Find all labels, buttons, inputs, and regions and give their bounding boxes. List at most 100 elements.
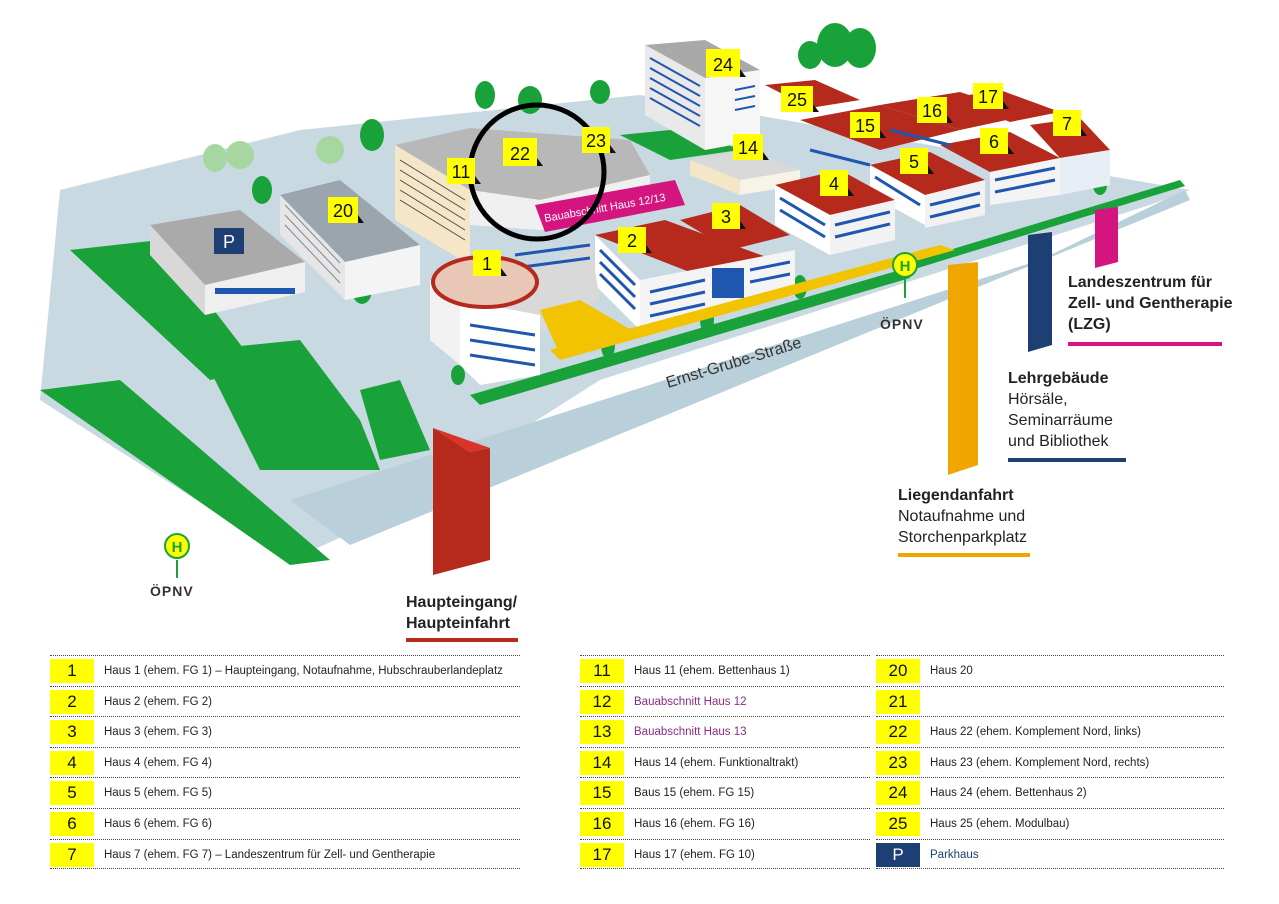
legend-number: 11 <box>580 659 624 683</box>
callout-lzg: Landeszentrum für Zell- und Gentherapie … <box>1068 272 1238 346</box>
legend-column-1: 1 Haus 1 (ehem. FG 1) – Haupteingang, Not… <box>50 655 520 870</box>
building-label-14: 14 <box>733 134 769 160</box>
liegend-title: Liegendanfahrt <box>898 487 1014 504</box>
legend-row: P Parkhaus <box>876 838 1224 870</box>
green-area-parking <box>200 340 380 470</box>
legend-row: 2 Haus 2 (ehem. FG 2) <box>50 685 520 717</box>
svg-text:25: 25 <box>787 90 807 110</box>
lzg-title: Landeszentrum für Zell- und Gentherapie … <box>1068 274 1233 333</box>
haupt-underline <box>406 638 518 642</box>
legend-text: Haus 3 (ehem. FG 3) <box>104 726 213 739</box>
legend-number: 22 <box>876 720 920 745</box>
legend-number: 5 <box>50 781 94 806</box>
legend-text: Haus 14 (ehem. Funktionaltrakt) <box>634 756 799 769</box>
legend-number: 16 <box>580 811 624 836</box>
legend-number: 2 <box>50 689 94 714</box>
building-label-7: 7 <box>1053 110 1087 136</box>
svg-text:24: 24 <box>713 55 733 75</box>
svg-text:23: 23 <box>586 131 606 151</box>
parking-marker <box>214 228 244 254</box>
legend-text: Haus 20 <box>930 665 973 677</box>
svg-text:7: 7 <box>1062 114 1072 134</box>
svg-text:14: 14 <box>738 138 758 158</box>
legend-text: Haus 11 (ehem. Bettenhaus 1) <box>634 665 790 677</box>
svg-text:H: H <box>900 258 911 275</box>
legend-text: Haus 6 (ehem. FG 6) <box>104 817 213 830</box>
svg-text:16: 16 <box>922 101 942 121</box>
bus-stop-icon: H <box>164 533 190 578</box>
building-label-23: 23 <box>582 127 616 153</box>
legend-number: 12 <box>580 689 624 714</box>
svg-text:22: 22 <box>510 144 530 164</box>
svg-text:17: 17 <box>978 87 998 107</box>
legend-number: 25 <box>876 811 920 836</box>
bus-stop-icon: H <box>892 252 918 298</box>
legend-number: 21 <box>876 689 920 714</box>
legend-text: Haus 5 (ehem. FG 5) <box>104 787 213 800</box>
svg-text:1: 1 <box>482 254 492 274</box>
legend-number: 3 <box>50 720 94 745</box>
legend-number: 17 <box>580 842 624 867</box>
street-plane <box>290 190 1190 545</box>
building-label-6: 6 <box>980 128 1014 154</box>
svg-text:H: H <box>172 539 183 556</box>
legend-row: 14 Haus 14 (ehem. Funktionaltrakt) <box>580 746 870 778</box>
callout-haupteingang: Haupteingang/ Haupteinfahrt <box>406 592 546 642</box>
lehr-title: Lehrgebäude <box>1008 370 1109 387</box>
bus-stop-label: ÖPNV <box>880 316 924 332</box>
legend-number: 1 <box>50 659 94 683</box>
legend-number: 23 <box>876 750 920 775</box>
building-label-22: 22 <box>503 138 543 166</box>
building-label-3: 3 <box>712 203 746 229</box>
red-roof-buildings <box>595 80 1110 330</box>
legend-row: 1 Haus 1 (ehem. FG 1) – Haupteingang, Not… <box>50 655 520 686</box>
street-yellow-band <box>550 245 955 360</box>
legend-number: 14 <box>580 750 624 775</box>
legend-number: 13 <box>580 720 624 745</box>
haupt-line2: Haupteinfahrt <box>406 615 510 632</box>
building-label-11: 11 <box>447 158 481 184</box>
green-area-south <box>40 380 330 565</box>
legend-row: 3 Haus 3 (ehem. FG 3) <box>50 716 520 747</box>
svg-text:6: 6 <box>989 132 999 152</box>
lzg-underline <box>1068 342 1222 346</box>
legend-text: Haus 24 (ehem. Bettenhaus 2) <box>930 787 1087 800</box>
building-label-20: 20 <box>328 197 364 223</box>
legend-text: Parkhaus <box>930 848 979 861</box>
lehr-line2: Seminarräume <box>1008 412 1113 429</box>
legend-number: 15 <box>580 781 624 806</box>
legend-row: 20 Haus 20 <box>876 655 1224 686</box>
lzg-marker <box>1095 207 1118 268</box>
liegend-line1: Notaufnahme und <box>898 508 1026 525</box>
legend-row: 21 <box>876 685 1224 717</box>
building-label-16: 16 <box>917 97 953 123</box>
lehrgebaeude-marker <box>1028 232 1052 352</box>
legend-text: Haus 1 (ehem. FG 1) – Haupteingang, Nota… <box>104 665 503 677</box>
legend-number: P <box>876 842 920 867</box>
lehr-line3: und Bibliothek <box>1008 433 1109 450</box>
legend-text: Haus 25 (ehem. Modulbau) <box>930 817 1070 830</box>
legend-number: 20 <box>876 659 920 683</box>
construction-area <box>535 180 685 232</box>
haupt-line1: Haupteingang/ <box>406 594 518 611</box>
legend-text: Haus 2 (ehem. FG 2) <box>104 695 213 708</box>
building-label-5: 5 <box>900 148 934 174</box>
callout-liegendanfahrt: Liegendanfahrt Notaufnahme und Storchenp… <box>898 485 1068 557</box>
svg-text:4: 4 <box>829 174 839 194</box>
green-area-north <box>620 128 740 160</box>
svg-text:11: 11 <box>452 162 471 182</box>
legend-number: 7 <box>50 842 94 867</box>
haus-24-building <box>645 40 760 150</box>
building-legend: 1 Haus 1 (ehem. FG 1) – Haupteingang, Not… <box>50 655 1224 870</box>
bus-stop-label: ÖPNV <box>150 583 194 599</box>
